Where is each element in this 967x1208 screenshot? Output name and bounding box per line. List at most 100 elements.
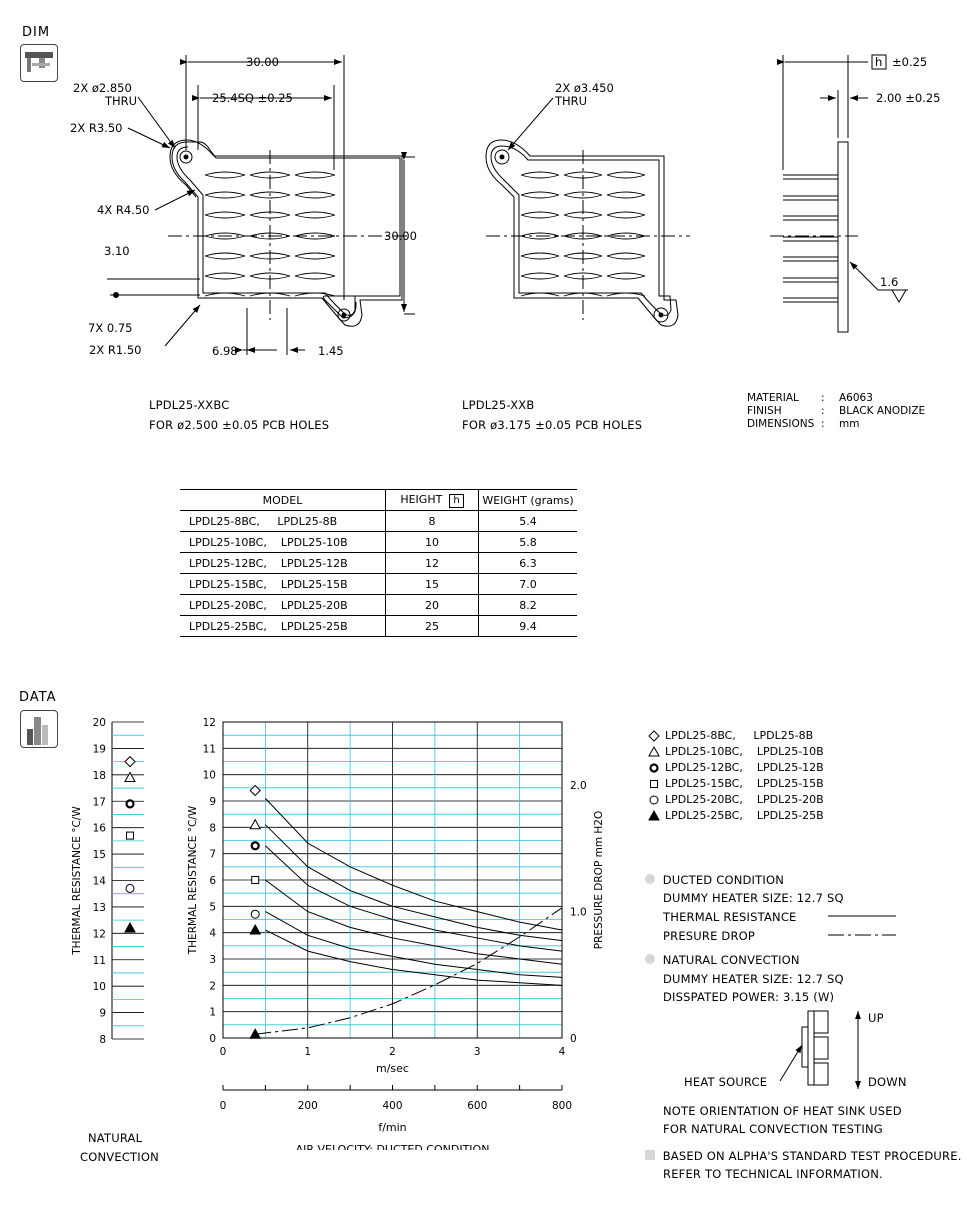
ducted-data-point [250,909,260,919]
natural-data-point [124,755,136,768]
natural-y-axis-label: THERMAL RESISTANCE °C/W [71,806,83,956]
legend-label: LPDL25-15BC, LPDL25-15B [665,777,824,790]
legend-marker-icon [649,795,659,805]
ducted-y-tick-label: 2 [209,980,216,992]
legend-marker-icon [648,730,660,742]
h-symbol: h [875,55,882,69]
natural-y-tick-label: 8 [99,1034,106,1046]
cell-weight: 7.0 [478,573,577,595]
dim-base: 2.00 ±0.25 [876,91,941,105]
natural-y-tick-label: 18 [93,770,106,782]
ducted-y-tick-label: 6 [209,875,216,887]
legend-entry: LPDL25-8BC, LPDL25-8B [647,728,824,744]
material-spec: MATERIAL:A6063 FINISH:BLACK ANODIZE DIME… [747,392,925,431]
legend-label: LPDL25-8BC, LPDL25-8B [665,729,814,742]
ducted-data-point [249,818,262,830]
natural-y-tick-label: 16 [93,823,107,835]
standard-note-2: REFER TO TECHNICAL INFORMATION. [663,1167,883,1181]
natural-y-tick-label: 13 [93,902,106,914]
natural-title-text: NATURAL CONVECTION [662,953,800,967]
thermal-resistance-curve [265,824,563,942]
thermal-resistance-curve [265,845,563,952]
ducted-y2-tick-label: 1.0 [570,907,587,919]
dim-hole-thru: THRU [104,94,137,108]
natural-caption-2: CONVECTION [80,1150,159,1164]
ducted-x2-tick-label: 400 [382,1100,402,1112]
ducted-x2-axis-label: f/min [378,1121,406,1134]
orientation-note-1: NOTE ORIENTATION OF HEAT SINK USED [663,1104,902,1118]
pressure-drop-key: PRESURE DROP [663,929,756,943]
legend-entry: LPDL25-12BC, LPDL25-12B [647,760,824,776]
standard-note-1-text: BASED ON ALPHA'S STANDARD TEST PROCEDURE… [662,1149,962,1163]
legend-label: LPDL25-25BC, LPDL25-25B [665,809,824,822]
ducted-y-tick-label: 5 [209,901,216,913]
dim-r150: 2X R1.50 [89,343,141,357]
natural-y-tick-label: 19 [93,743,106,755]
natural-y-tick-label: 9 [99,1008,106,1020]
natural-data-point [126,831,134,840]
dim-hole-size-b: 2X ø3.450 [555,81,614,95]
ducted-y2-tick-label: 2.0 [570,780,587,792]
side-view [770,55,908,333]
model-caption-b: LPDL25-XXB [462,398,535,412]
ducted-y2-axis-label: PRESSURE DROP mm H2O [593,811,605,950]
cell-model: LPDL25-20BC, LPDL25-20B [180,594,386,616]
natural-y-tick-label: 14 [93,876,107,888]
finish-value: BLACK ANODIZE [839,405,926,417]
ducted-caption: AIR VELOCITY: DUCTED CONDITION [296,1143,490,1150]
cell-model: LPDL25-25BC, LPDL25-25B [180,615,386,637]
mechanical-drawing: 30.00 25.4SQ ±0.25 2X ø2.850 THRU 2X R3.… [70,54,941,358]
dimensions-colon: : [821,418,825,430]
dim-h-tol: ±0.25 [892,55,927,69]
dim-inner-width: 25.4SQ ±0.25 [212,91,293,105]
ducted-data-point [251,876,260,884]
ducted-x-axis-label: m/sec [376,1062,409,1075]
legend-marker-icon [649,763,659,773]
legend-marker-shape [648,809,660,821]
gray-bullet-icon [645,874,655,884]
natural-y-tick-label: 15 [93,849,106,861]
pcb-note-b: FOR ø3.175 ±0.05 PCB HOLES [462,418,643,432]
bar-chart-icon [20,710,58,748]
material-value: A6063 [839,392,873,404]
table-header-row: MODEL HEIGHT h WEIGHT (grams) [180,489,577,511]
pressure-drop-marker [249,1028,262,1039]
natural-data-point [125,799,135,809]
orientation-diagram [779,1010,861,1089]
pressure-drop-curve [255,907,563,1035]
cell-height: 15 [385,573,479,595]
natural-title: NATURAL CONVECTION [645,953,800,967]
ducted-y-tick-label: 3 [209,954,216,966]
legend-entry: LPDL25-10BC, LPDL25-10B [647,744,824,760]
dim-section-title: DIM [22,25,51,40]
middle-plan-view [485,97,690,327]
ducted-y-tick-label: 11 [203,743,216,755]
thermal-resistance-curve [265,911,563,978]
ducted-x-tick-label: 3 [474,1046,481,1058]
legend-marker-shape [649,763,659,773]
col-height: HEIGHT h [385,489,479,511]
ducted-y-tick-label: 9 [209,796,216,808]
pcb-note-bc: FOR ø2.500 ±0.05 PCB HOLES [149,418,330,432]
ducted-y-tick-label: 4 [209,928,216,940]
ducted-y-tick-label: 0 [209,1033,216,1045]
ducted-x2-tick-label: 600 [467,1100,487,1112]
material-label: MATERIAL [747,392,799,404]
dim-r450: 4X R4.50 [97,203,149,217]
ducted-x2-tick-label: 800 [552,1100,572,1112]
thermal-resistance-curve [265,798,563,931]
cell-model: LPDL25-12BC, LPDL25-12B [180,552,386,574]
gray-bullet-icon [645,954,655,964]
natural-y-tick-label: 11 [93,955,106,967]
cell-height: 20 [385,594,479,616]
natural-data-point [125,883,135,893]
dim-hole-thru-b: THRU [554,94,587,108]
legend-marker-shape [649,795,659,805]
col-height-label: HEIGHT [400,492,443,506]
